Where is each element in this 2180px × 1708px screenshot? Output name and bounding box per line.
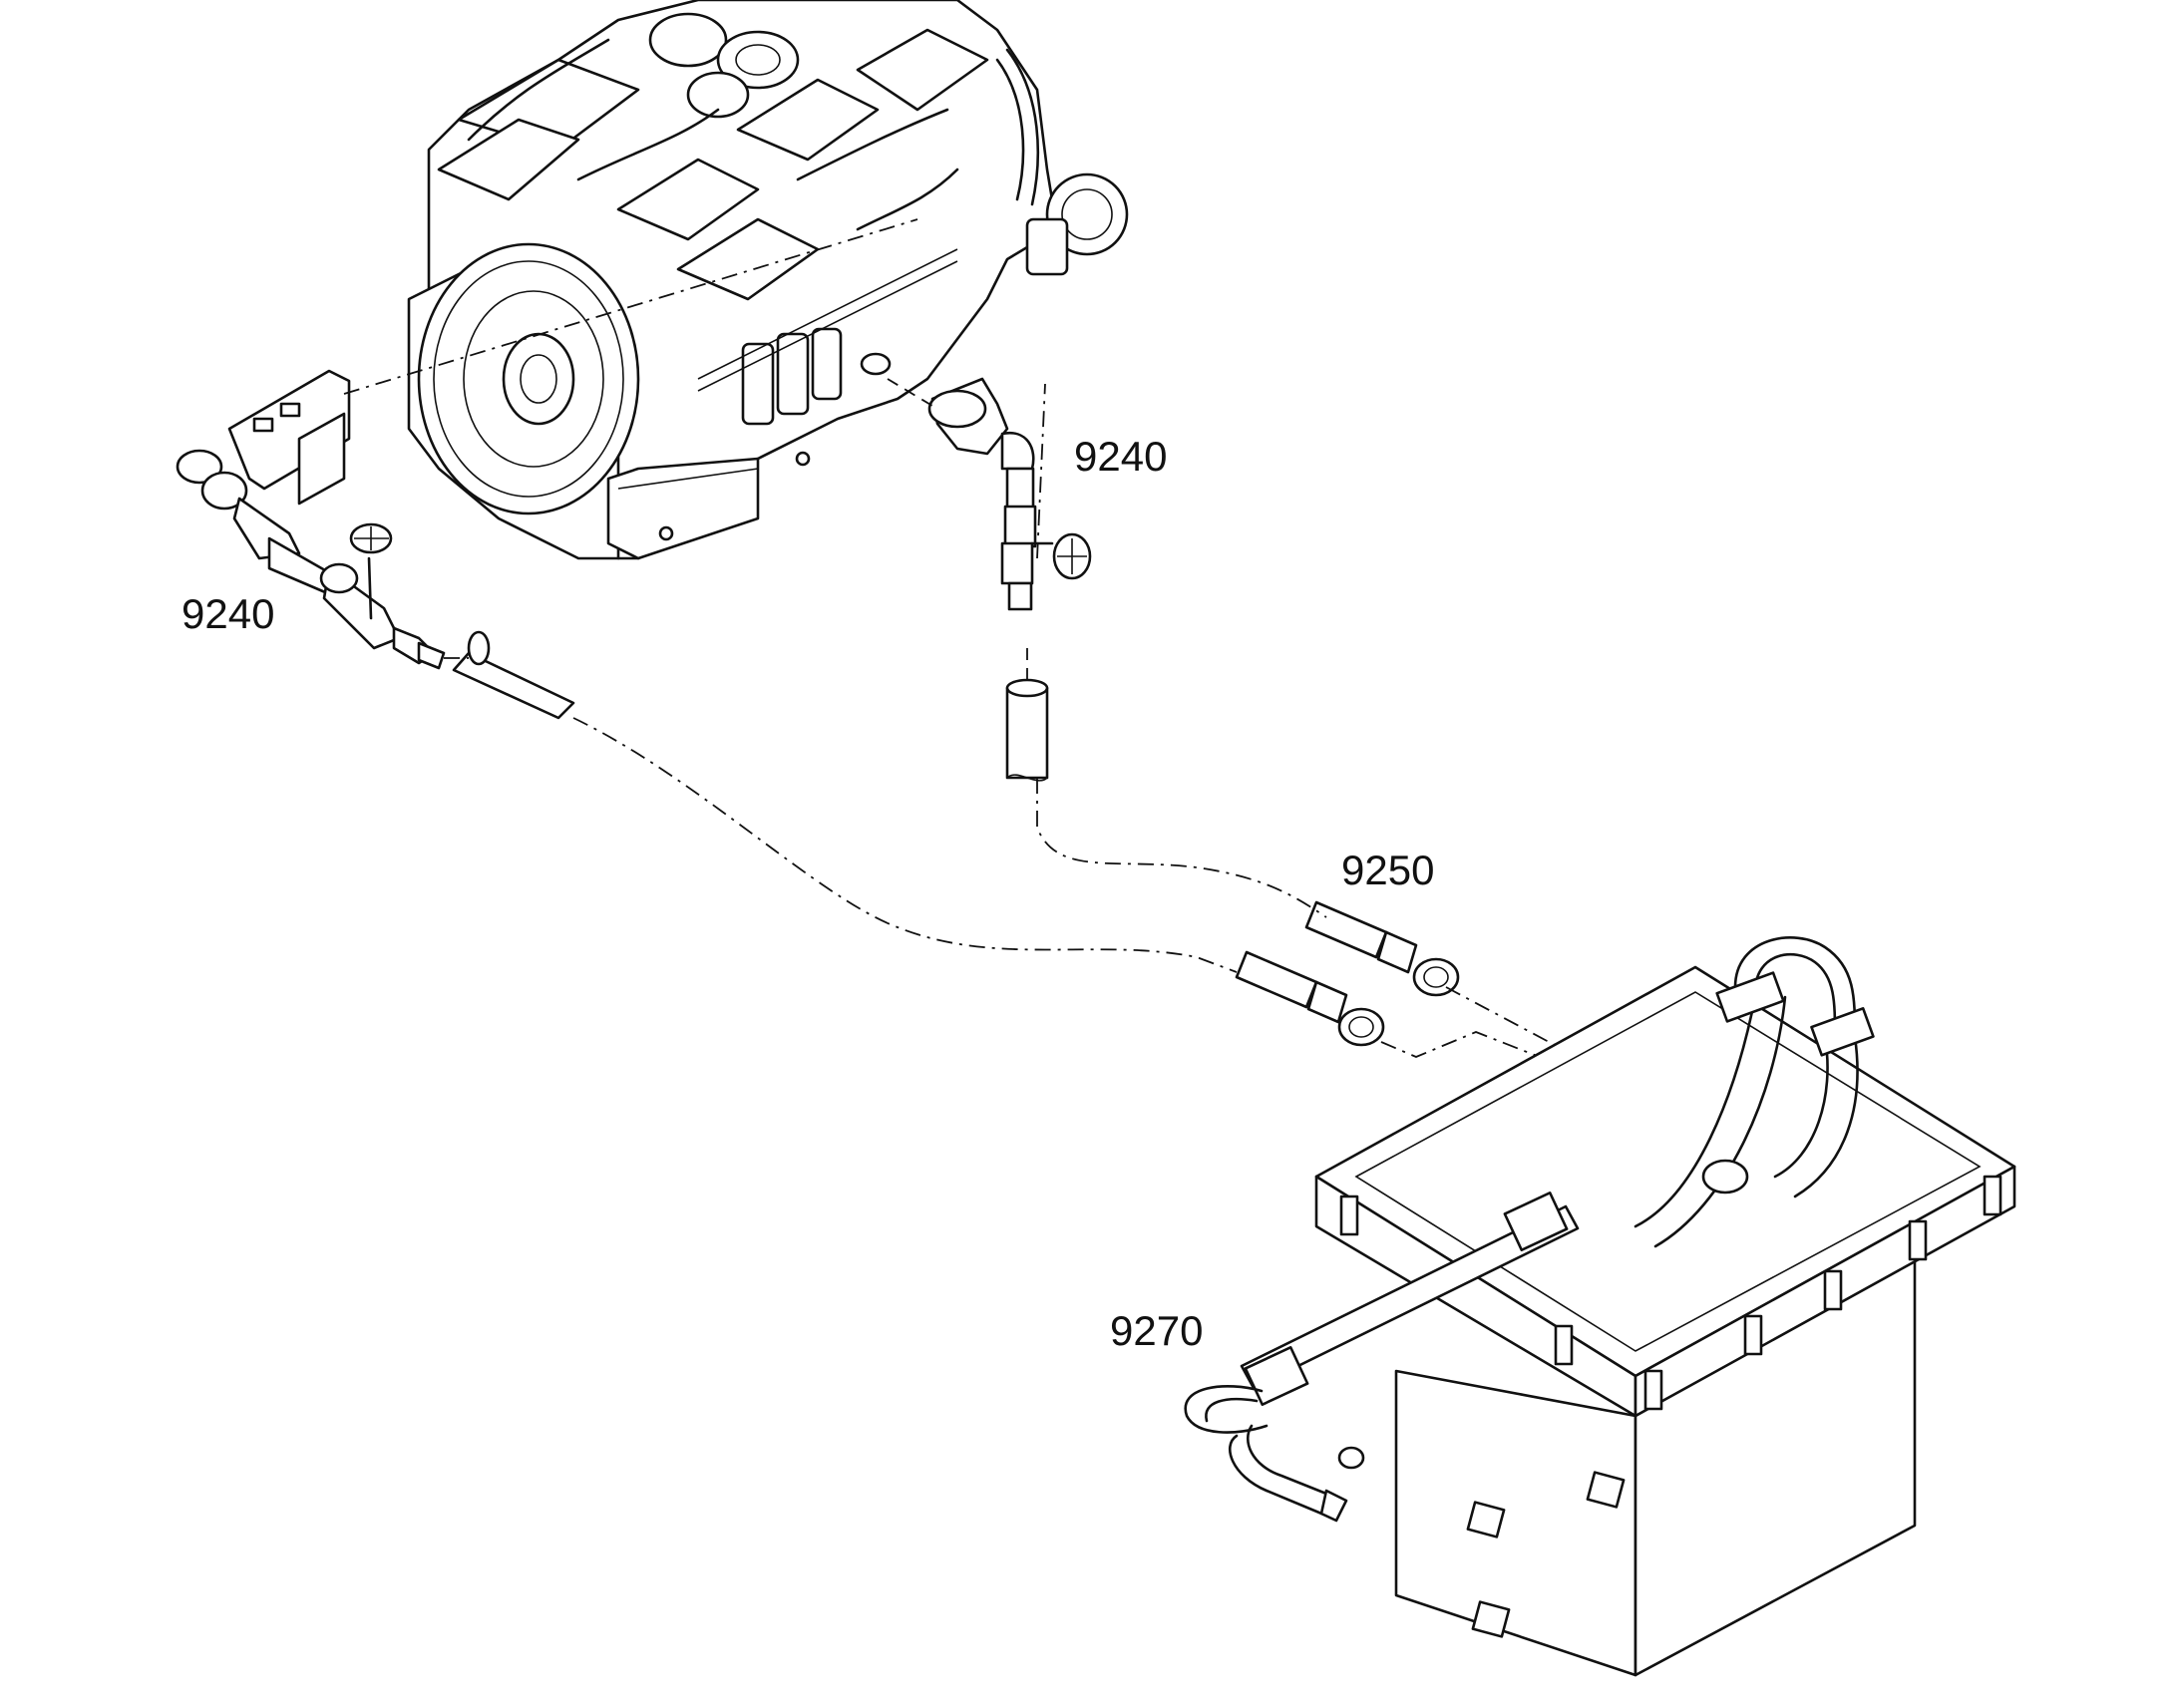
tank-assembly [1184, 936, 2016, 1677]
hose-segment-left [452, 630, 575, 720]
callout-engine-right-fitting: 9240 [1074, 433, 1167, 480]
hose-connector-pair [1235, 900, 1460, 1047]
engine-assembly [407, 0, 1129, 560]
hose-segment-right [1005, 678, 1049, 782]
callout-hose-connectors: 9250 [1341, 847, 1434, 893]
callout-engine-left-fitting: 9240 [182, 590, 274, 637]
left-drain-fitting [176, 369, 446, 670]
callout-tank-pipe-assembly: 9270 [1110, 1307, 1203, 1354]
right-drain-fitting [927, 377, 1092, 611]
